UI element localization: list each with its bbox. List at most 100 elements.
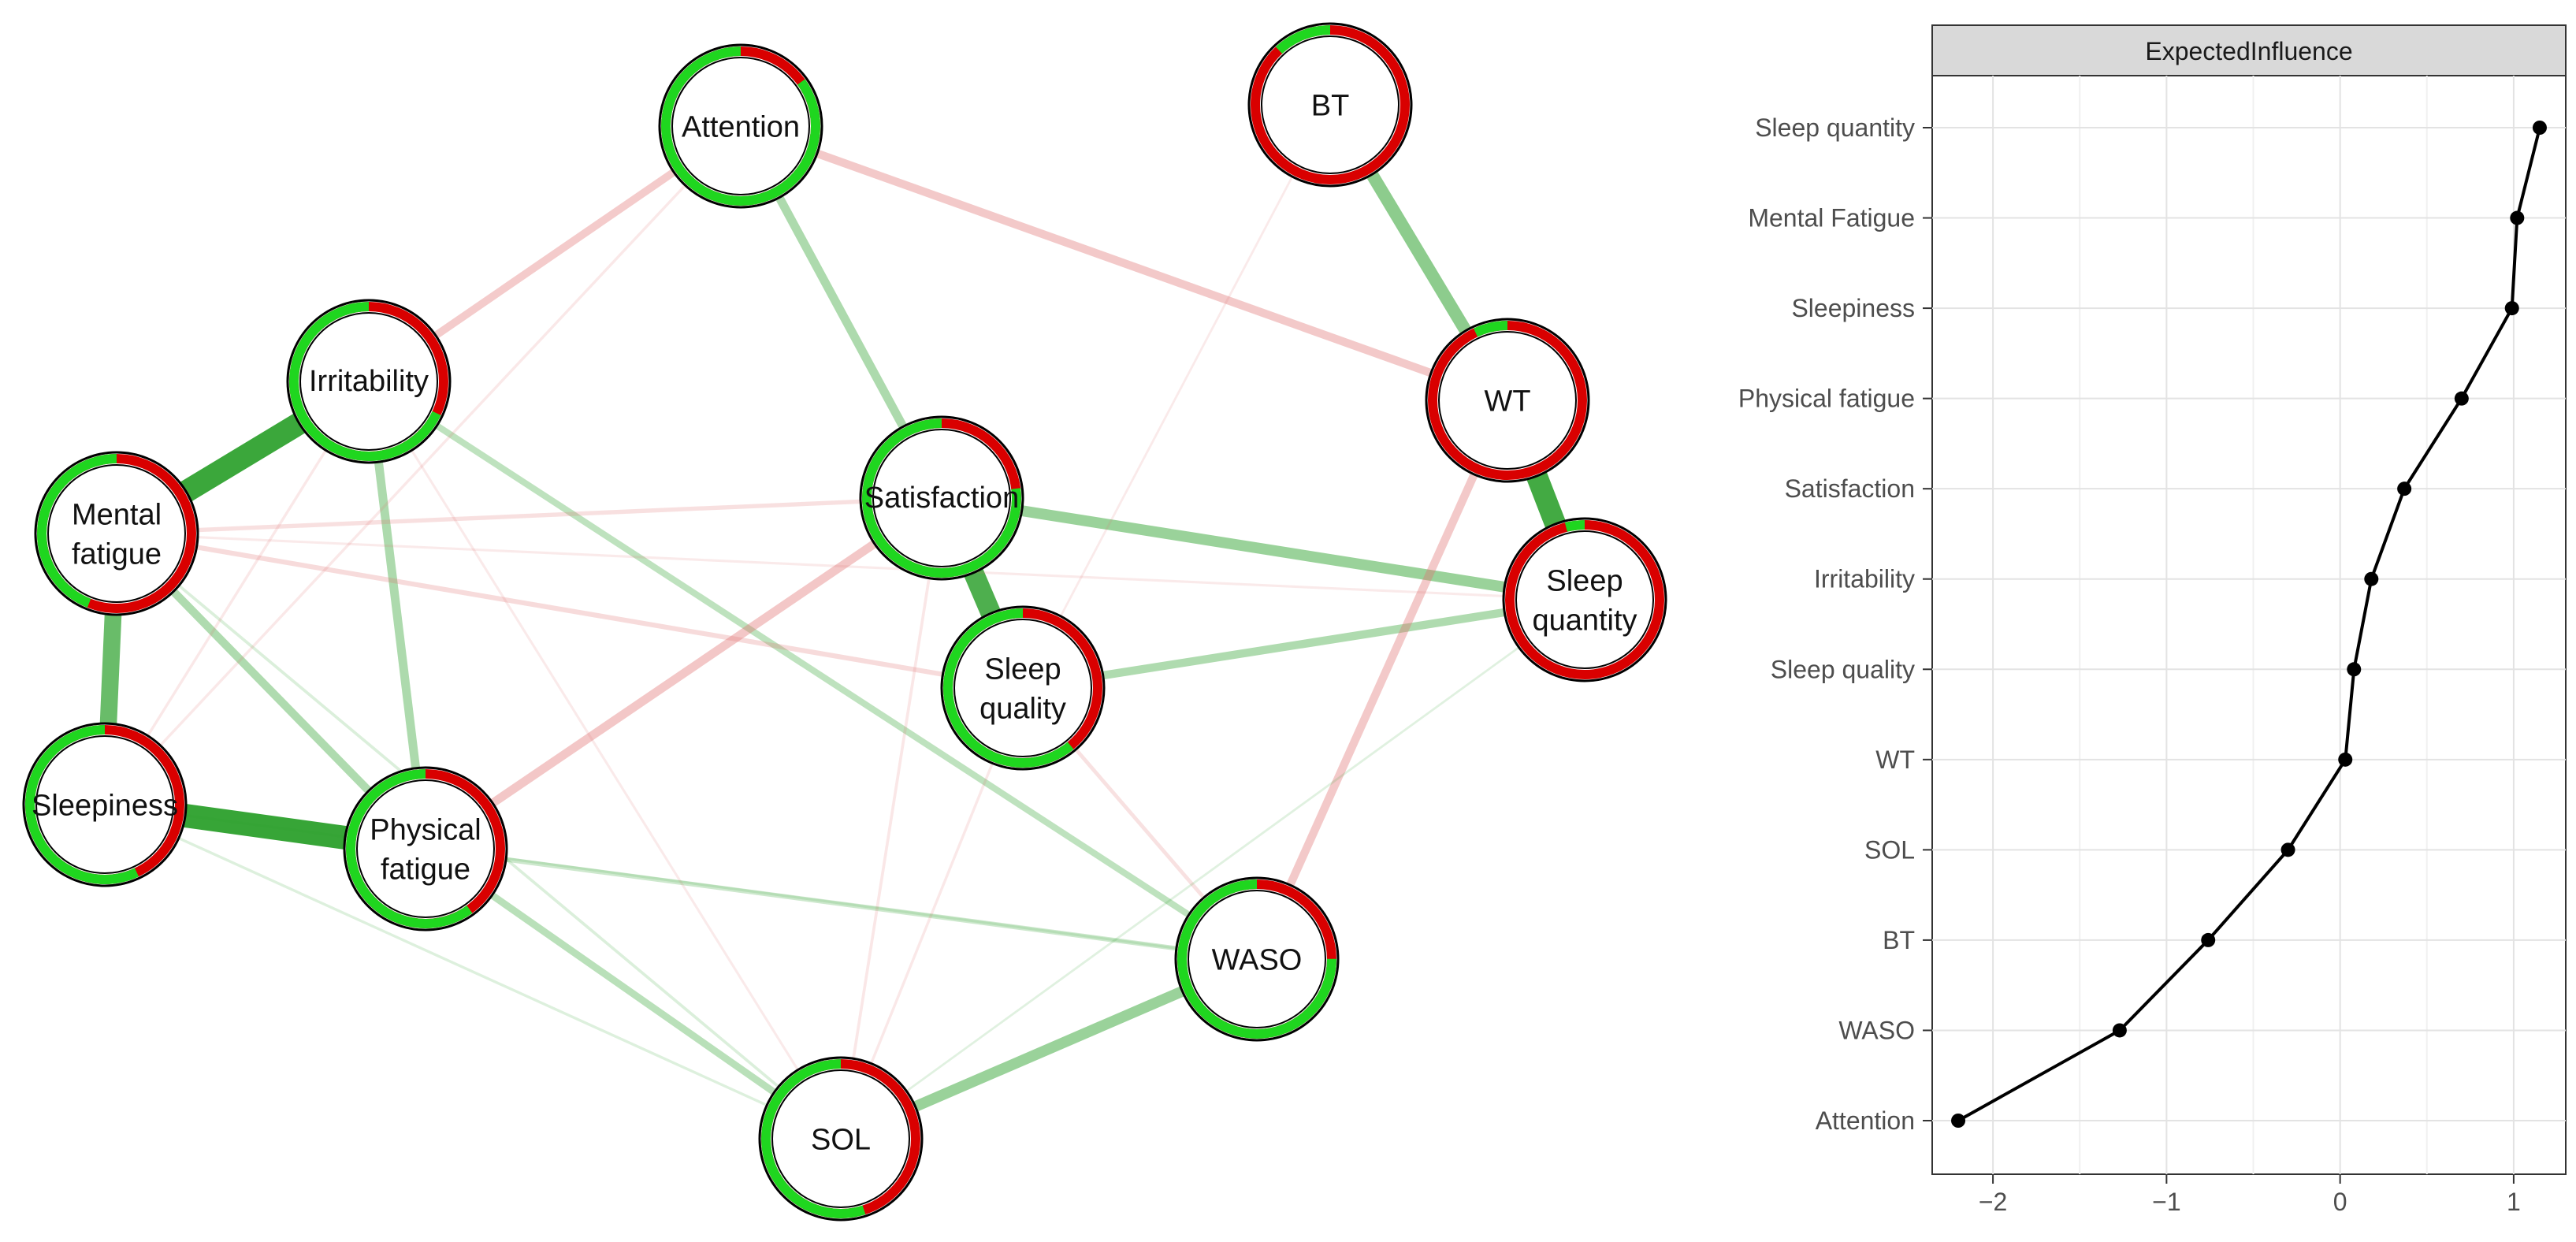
node-label: Satisfaction — [864, 482, 1019, 515]
node-inner-circle — [872, 429, 1011, 567]
node-label: Mental — [72, 498, 162, 531]
point-sol — [2280, 842, 2295, 857]
node-inner-circle — [356, 779, 495, 918]
expected-influence-series — [1951, 121, 2547, 1128]
node-inner-circle — [1188, 890, 1326, 1028]
node-ring-positive — [761, 1059, 920, 1218]
node-ring-positive — [1505, 520, 1664, 679]
plot-strip-title: ExpectedInfluence — [2145, 37, 2352, 65]
y-tick-label-satisfaction: Satisfaction — [1785, 474, 1915, 503]
node-label: quantity — [1532, 604, 1637, 637]
y-tick-label-sol: SOL — [1864, 835, 1915, 864]
point-physical-fatigue — [2454, 391, 2469, 406]
node-satisfaction: Satisfaction — [859, 415, 1024, 581]
edge-satisfaction-sol — [839, 497, 943, 1140]
point-attention — [1951, 1114, 1966, 1128]
x-tick-label: 0 — [2333, 1188, 2347, 1216]
node-inner-circle — [671, 57, 810, 195]
edge-irritability-sleepiness — [103, 381, 370, 805]
node-label: quality — [979, 692, 1066, 725]
edge-irritability-waso — [366, 378, 1259, 962]
node-label: SOL — [811, 1123, 871, 1156]
point-irritability — [2364, 571, 2379, 586]
node-ring-positive — [862, 418, 1021, 578]
node-label: Attention — [682, 110, 800, 143]
edge-wt-waso — [1253, 398, 1511, 961]
edge-sleepiness-waso — [104, 803, 1258, 961]
y-axis: Attention WASO BT SOL WT Sleep quality Irritab… — [1738, 113, 1932, 1135]
x-tick-label: −2 — [1979, 1188, 2007, 1216]
node-ring-positive — [289, 302, 448, 461]
y-tick-label-sleep-quantity: Sleep quantity — [1755, 113, 1915, 142]
edge-irritability-sol — [367, 381, 842, 1140]
node-label: Sleepiness — [32, 789, 178, 822]
point-wt — [2338, 752, 2353, 767]
plot-grid — [1932, 76, 2566, 1174]
node-ring-positive — [37, 454, 196, 613]
node-label: WT — [1484, 385, 1530, 418]
centrality-plot: ExpectedInfluence Attention WASO BT SOL WT Sl… — [1738, 24, 2567, 1216]
node-inner-circle — [771, 1069, 910, 1208]
node-label: Sleep — [984, 653, 1061, 686]
series-line — [1957, 127, 2541, 1122]
edge-satisfaction-physical-fatigue — [422, 494, 945, 853]
point-sleep-quantity — [2532, 121, 2547, 135]
y-tick-label-wt: WT — [1875, 746, 1915, 774]
edge-physical-fatigue-waso — [425, 846, 1258, 961]
node-label: Irritability — [309, 365, 429, 398]
point-mental-fatigue — [2510, 210, 2525, 225]
node-inner-circle — [299, 312, 438, 451]
node-physical-fatigue: Physical fatigue — [343, 766, 508, 931]
edge-sleep-quantity-sol — [840, 598, 1585, 1140]
node-label: fatigue — [72, 537, 162, 571]
y-tick-label-bt: BT — [1883, 926, 1915, 954]
node-ring-positive — [1251, 25, 1410, 184]
node-ring-positive — [661, 46, 820, 206]
y-tick-label-irritability: Irritability — [1814, 565, 1915, 593]
node-inner-circle — [1515, 530, 1654, 669]
node-inner-circle — [1438, 331, 1577, 470]
node-ring-positive — [346, 769, 505, 928]
node-sleep-quality: Sleep quality — [940, 605, 1106, 771]
network-edges — [96, 101, 1595, 1144]
edge-physical-fatigue-sol — [423, 846, 843, 1142]
plot-strip — [1931, 24, 2567, 76]
node-inner-circle — [953, 619, 1092, 757]
node-ring-positive — [25, 725, 184, 884]
point-sleepiness — [2504, 301, 2519, 316]
edge-sleep-quality-sleep-quantity — [1022, 595, 1585, 693]
node-label: Sleep — [1546, 564, 1623, 597]
point-sleep-quality — [2347, 662, 2362, 677]
node-label: Physical — [370, 813, 481, 846]
point-waso — [2112, 1023, 2127, 1038]
node-mental-fatigue: Mental fatigue — [34, 451, 199, 616]
edge-sleepiness-sol — [104, 803, 842, 1140]
edge-bt-sleep-quality — [1021, 104, 1332, 689]
y-tick-label-mental-fatigue: Mental Fatigue — [1748, 204, 1915, 232]
node-bt: BT — [1247, 22, 1413, 188]
node-ring-positive — [1177, 879, 1336, 1039]
edge-mental-fatigue-sleep-quality — [116, 530, 1024, 691]
node-inner-circle — [47, 464, 186, 603]
edge-attention-sleepiness — [103, 125, 742, 806]
node-label: fatigue — [381, 853, 470, 886]
x-tick-label: −1 — [2152, 1188, 2180, 1216]
edge-mental-fatigue-sleep-quantity — [116, 532, 1585, 601]
node-wt: WT — [1425, 318, 1590, 483]
point-bt — [2201, 932, 2216, 947]
y-tick-label-sleep-quality: Sleep quality — [1771, 655, 1915, 683]
node-sleepiness: Sleepiness — [22, 722, 188, 887]
node-waso: WASO — [1174, 876, 1340, 1042]
y-tick-label-sleepiness: Sleepiness — [1791, 294, 1915, 322]
node-attention: Attention — [658, 43, 823, 209]
y-tick-label-attention: Attention — [1816, 1106, 1915, 1135]
node-irritability: Irritability — [286, 299, 452, 464]
node-sol: SOL — [758, 1056, 924, 1222]
edge-mental-fatigue-satisfaction — [116, 496, 942, 536]
y-tick-label-waso: WASO — [1838, 1016, 1915, 1044]
node-label: BT — [1311, 89, 1350, 122]
